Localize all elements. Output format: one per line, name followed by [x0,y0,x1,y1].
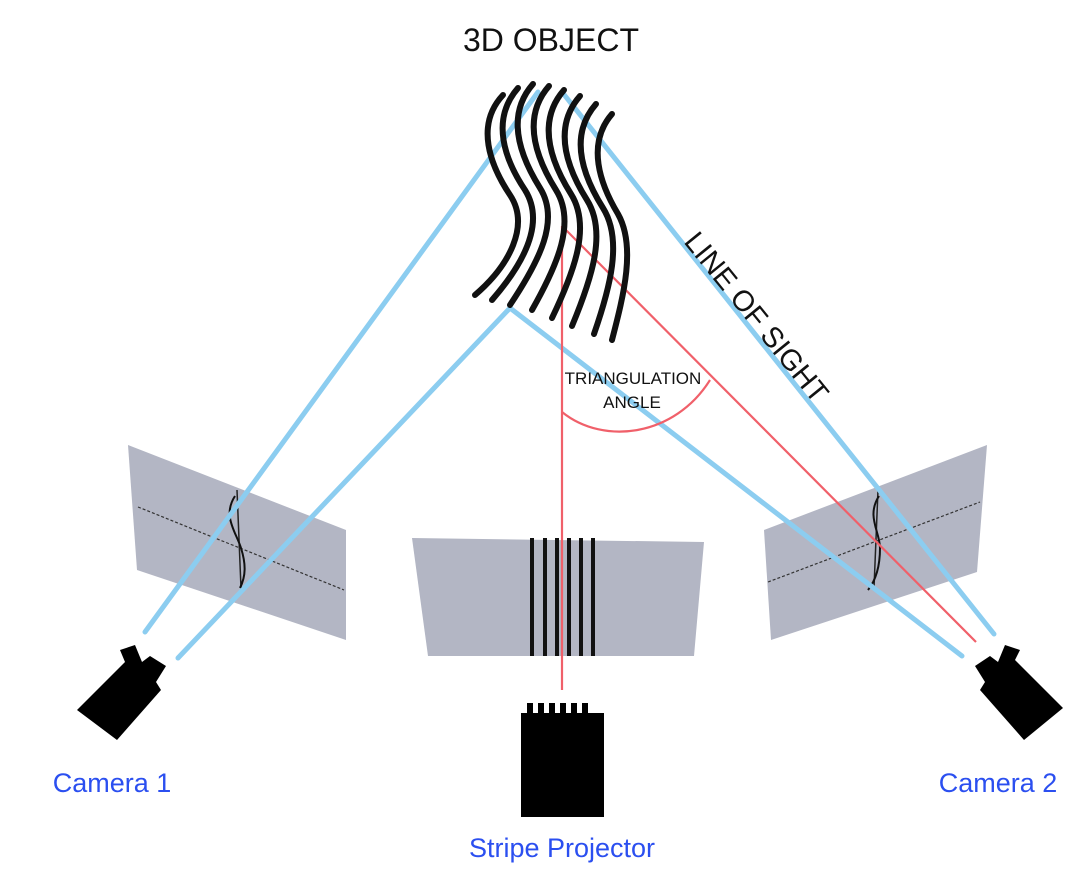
projector-label: Stripe Projector [469,833,655,863]
triangulation-angle-arc [561,379,711,433]
sight-rays [142,89,997,661]
camera2-ray-lower [507,305,965,659]
projected-stripes [530,538,595,656]
triangulation-label-line1: TRIANGULATION [565,369,702,388]
left-image-plane [128,445,346,640]
object-label: 3D OBJECT [463,22,639,58]
object-stripes [472,81,631,343]
camera2-icon [975,645,1063,740]
camera1-ray-lower [175,305,513,661]
camera2-label: Camera 2 [939,768,1058,798]
camera1-label: Camera 1 [53,768,172,798]
camera1-icon [77,645,166,740]
right-plane-centerline [767,501,981,583]
camera2-ray-upper [559,89,997,637]
right-plane-stripe-image [867,495,882,591]
projector-icon [521,703,604,817]
triangulation-label-line2: ANGLE [603,393,661,412]
reflected-ray [561,225,977,643]
camera1-ray-upper [142,89,541,635]
right-plane-guide [873,489,879,589]
